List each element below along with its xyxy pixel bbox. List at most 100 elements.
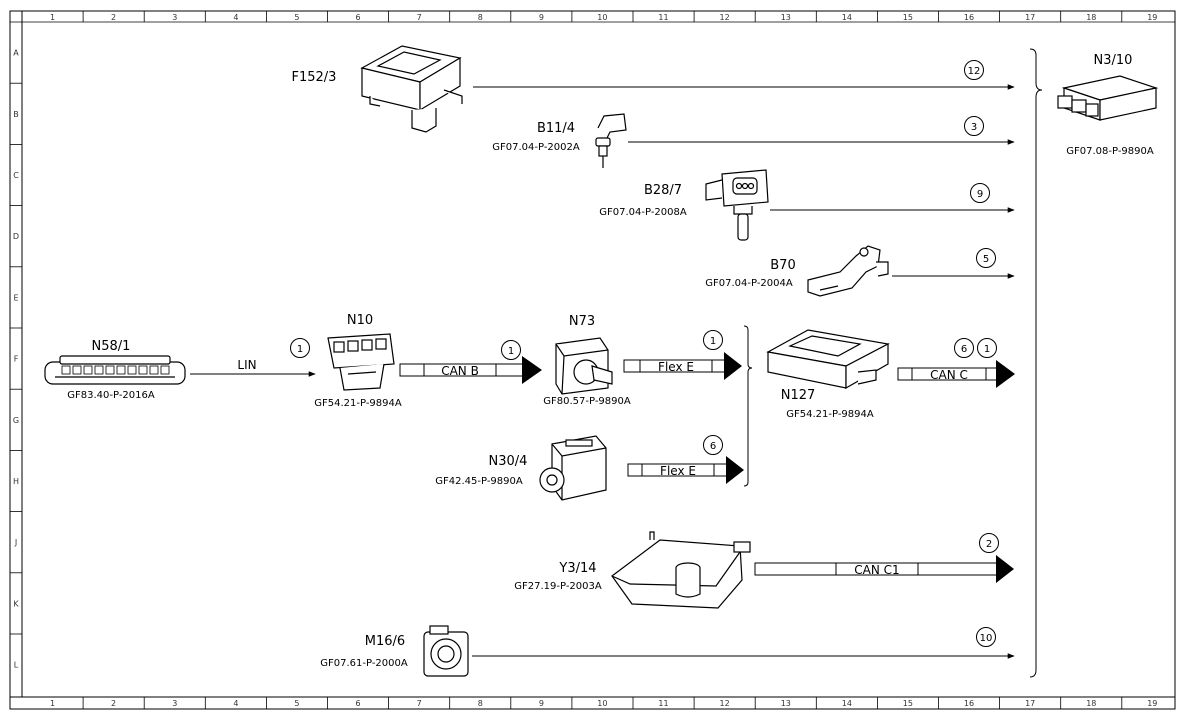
grid-col-label-bottom: 11 — [658, 699, 668, 708]
grid-col-label-bottom: 16 — [964, 699, 974, 708]
grid-ruler: 1122334455667788991010111112121313141415… — [10, 11, 1175, 709]
can-b-connector: CAN B — [399, 356, 542, 384]
n30-4-image — [539, 435, 607, 501]
n58-1-button — [61, 365, 71, 375]
grid-col-label-bottom: 5 — [294, 699, 299, 708]
grid-row-label: J — [14, 538, 17, 547]
grid-row-label: B — [13, 110, 19, 119]
f152-3-name: F152/3 — [292, 70, 337, 85]
grid-col-label-top: 13 — [781, 13, 791, 22]
n127-signal-badge-b: 1 — [977, 338, 997, 358]
b28-7-name: B28/7 — [644, 183, 682, 198]
n3-10-name: N3/10 — [1094, 53, 1133, 68]
grid-col-label-bottom: 12 — [720, 699, 730, 708]
grid-col-label-bottom: 17 — [1025, 699, 1035, 708]
grid-col-label-top: 16 — [964, 13, 974, 22]
grid-col-label-top: 2 — [111, 13, 116, 22]
grid-col-label-bottom: 9 — [539, 699, 544, 708]
grid-col-label-top: 18 — [1086, 13, 1096, 22]
m16-6-part-number: GF07.61-P-2000A — [320, 658, 408, 669]
b11-4-signal-badge: 3 — [964, 116, 984, 136]
grid-col-label-top: 19 — [1147, 13, 1157, 22]
grid-col-label-top: 6 — [356, 13, 361, 22]
grid-col-label-top: 7 — [417, 13, 422, 22]
grid-col-label-top: 10 — [597, 13, 607, 22]
grid-col-label-top: 4 — [233, 13, 238, 22]
can-b-signal-badge: 1 — [501, 340, 521, 360]
grid-col-label-bottom: 18 — [1086, 699, 1096, 708]
component-m16-6: M16/6 GF07.61-P-2000A — [320, 625, 469, 677]
lin-label: LIN — [237, 358, 256, 372]
grid-row-label: E — [13, 293, 18, 302]
n30-4-name: N30/4 — [489, 454, 528, 469]
grid-col-label-top: 8 — [478, 13, 483, 22]
n10-name: N10 — [347, 313, 373, 328]
svg-text:1: 1 — [984, 344, 990, 355]
grid-col-label-bottom: 6 — [356, 699, 361, 708]
grid-col-label-bottom: 4 — [233, 699, 238, 708]
grid-col-label-bottom: 8 — [478, 699, 483, 708]
n58-1-button — [138, 365, 148, 375]
grid-col-label-bottom: 1 — [50, 699, 55, 708]
component-f152-3: F152/3 — [292, 45, 463, 133]
b28-7-image — [705, 169, 769, 241]
n58-1-button — [94, 365, 104, 375]
component-b11-4: B11/4 GF07.04-P-2002A — [492, 113, 627, 168]
grid-col-label-bottom: 7 — [417, 699, 422, 708]
n127-name: N127 — [781, 388, 816, 403]
m16-6-image — [423, 625, 469, 677]
svg-text:1: 1 — [508, 346, 514, 357]
grid-col-label-bottom: 15 — [903, 699, 913, 708]
grid-row-label: C — [13, 171, 19, 180]
grid-col-label-bottom: 13 — [781, 699, 791, 708]
grid-col-label-top: 9 — [539, 13, 544, 22]
b28-7-part-number: GF07.04-P-2008A — [599, 207, 687, 218]
n58-1-button — [149, 365, 159, 375]
grid-col-label-top: 11 — [658, 13, 668, 22]
component-b70: B70 GF07.04-P-2004A — [705, 245, 889, 297]
grid-col-label-top: 17 — [1025, 13, 1035, 22]
b70-image — [807, 245, 889, 297]
grid-row-label: A — [13, 49, 19, 58]
component-n3-10: N3/10 GF07.08-P-9890A — [1057, 53, 1159, 157]
svg-text:10: 10 — [980, 633, 993, 644]
n73-name: N73 — [569, 314, 595, 329]
b70-signal-badge: 5 — [976, 248, 996, 268]
n58-1-button — [116, 365, 126, 375]
svg-text:6: 6 — [710, 441, 716, 452]
grid-row-label: L — [14, 661, 19, 670]
b11-4-image — [595, 113, 627, 168]
grid-col-label-bottom: 14 — [842, 699, 852, 708]
can-c1-connector: CAN C1 — [754, 555, 1014, 583]
component-n73: N73 GF80.57-P-9890A — [543, 314, 631, 407]
n127-part-number: GF54.21-P-9894A — [786, 409, 874, 420]
grid-row-label: D — [13, 232, 19, 241]
svg-text:3: 3 — [971, 122, 977, 133]
component-b28-7: B28/7 GF07.04-P-2008A — [599, 169, 769, 241]
n3-10-image — [1057, 75, 1159, 121]
grid-col-label-bottom: 19 — [1147, 699, 1157, 708]
n73-part-number: GF80.57-P-9890A — [543, 396, 631, 407]
grid-col-label-bottom: 10 — [597, 699, 607, 708]
grid-col-label-top: 12 — [720, 13, 730, 22]
n73-signal-badge: 1 — [703, 330, 723, 350]
bottom-ruler — [9, 696, 1176, 710]
b70-name: B70 — [770, 258, 795, 273]
n30-4-part-number: GF42.45-P-9890A — [435, 476, 523, 487]
n58-1-button — [83, 365, 93, 375]
svg-text:9: 9 — [977, 189, 983, 200]
y3-14-name: Y3/14 — [558, 561, 596, 576]
component-n58-1: N58/1 GF83.40-P-2016A — [44, 339, 186, 401]
n10-part-number: GF54.21-P-9894A — [314, 398, 402, 409]
can-b-label: CAN B — [441, 364, 479, 378]
grid-row-label: G — [13, 416, 19, 425]
component-y3-14: Y3/14 GF27.19-P-2003A — [514, 531, 751, 609]
svg-text:12: 12 — [968, 66, 981, 77]
flex-e-1-connector: Flex E — [623, 352, 742, 380]
grid-col-label-top: 3 — [172, 13, 177, 22]
svg-text:1: 1 — [297, 344, 303, 355]
n30-4-signal-badge: 6 — [703, 435, 723, 455]
grid-col-label-top: 1 — [50, 13, 55, 22]
b11-4-name: B11/4 — [537, 121, 575, 136]
